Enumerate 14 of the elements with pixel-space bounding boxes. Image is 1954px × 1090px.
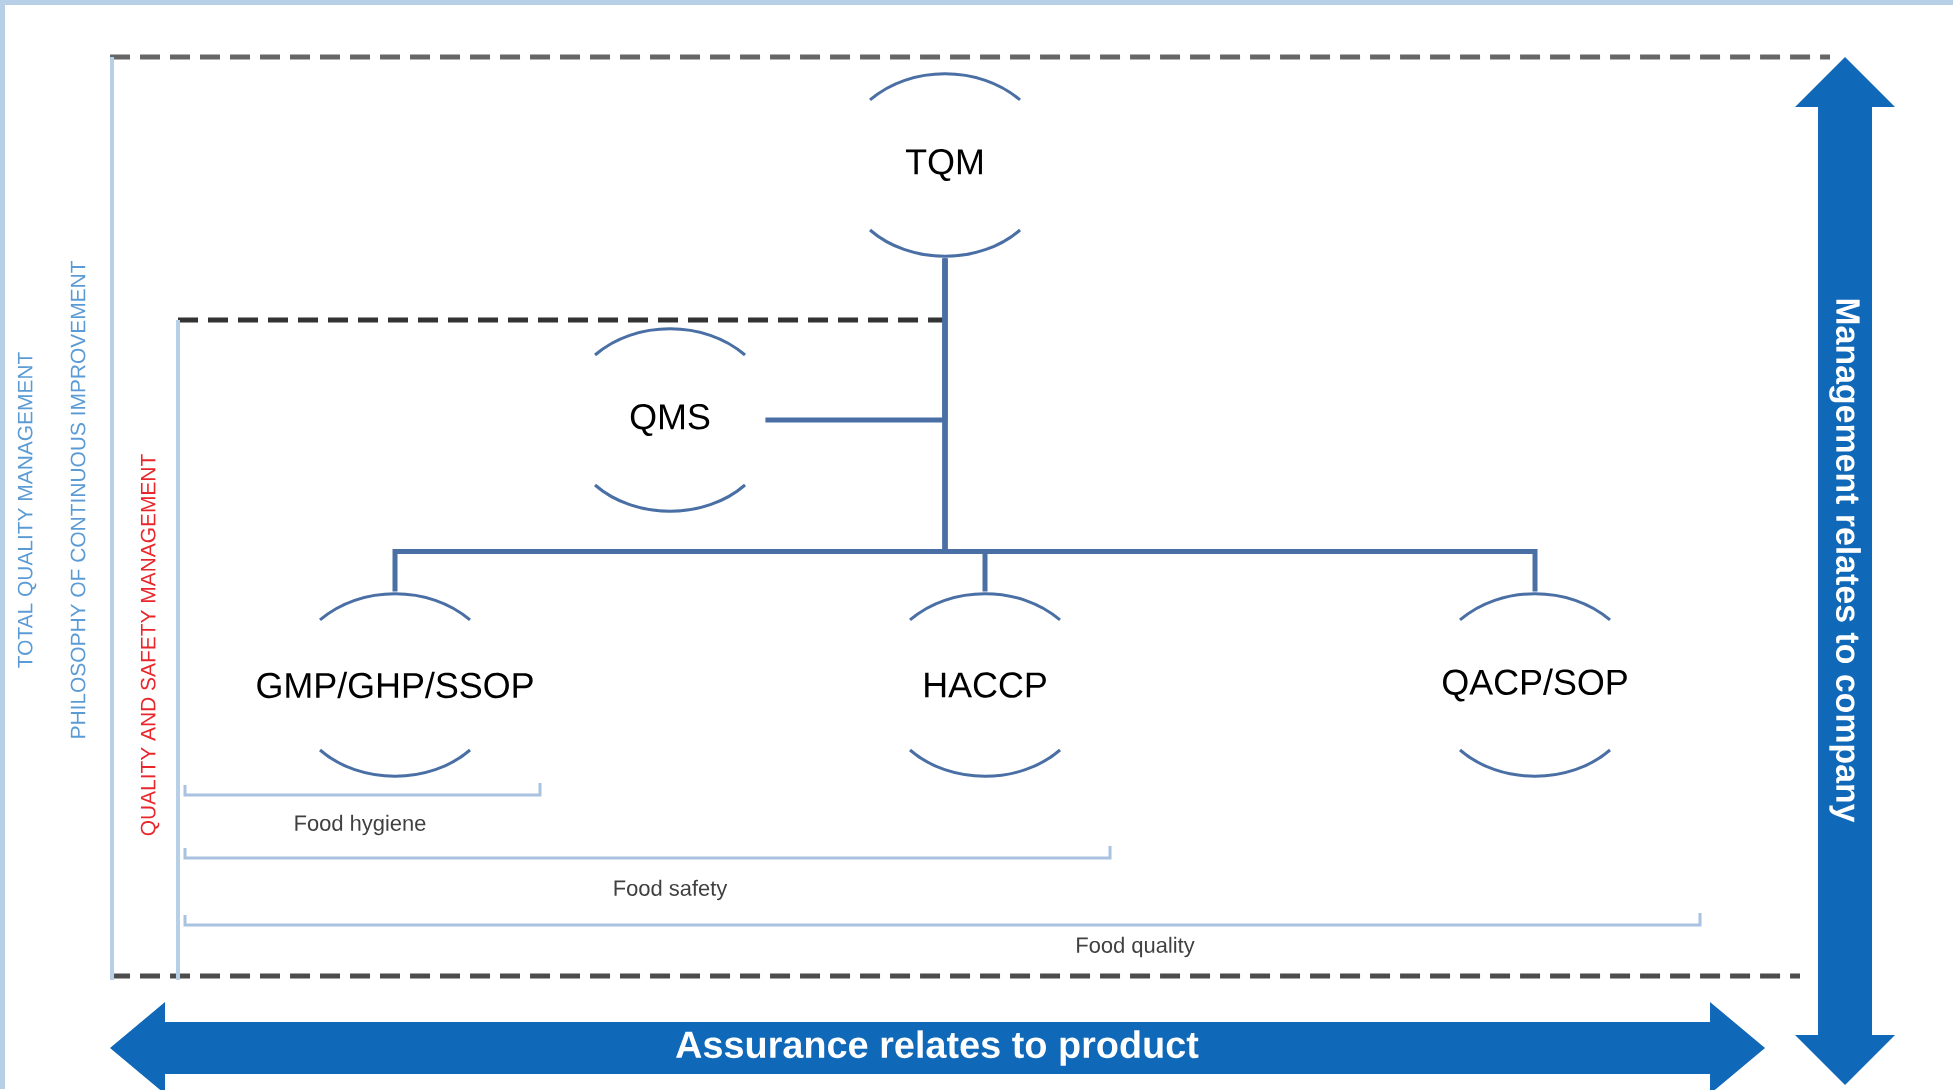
bracketed-node: GMP/GHP/SSOP [257, 592, 533, 778]
side-label: PHILOSOPHY OF CONTINUOUS IMPROVEMENT [70, 261, 86, 738]
bracketed-node: TQM [869, 72, 1021, 258]
scope-label: Food safety [614, 879, 728, 901]
scope-label: Food quality [1077, 936, 1195, 958]
scope-label: Food hygiene [295, 814, 426, 836]
bracketed-node: HACCP [909, 592, 1061, 778]
bracketed-node: QACP/SOP [1443, 592, 1627, 778]
bracketed-node: QMS [594, 327, 746, 513]
arrow-label: Management relates to company [1829, 299, 1861, 823]
arrow-label: Assurance relates to product [676, 1030, 1199, 1066]
side-label: QUALITY AND SAFETY MANAGEMENT [140, 454, 160, 836]
side-label: TOTAL QUALITY MANAGEMENT [17, 352, 37, 668]
connector-line [942, 258, 1538, 592]
